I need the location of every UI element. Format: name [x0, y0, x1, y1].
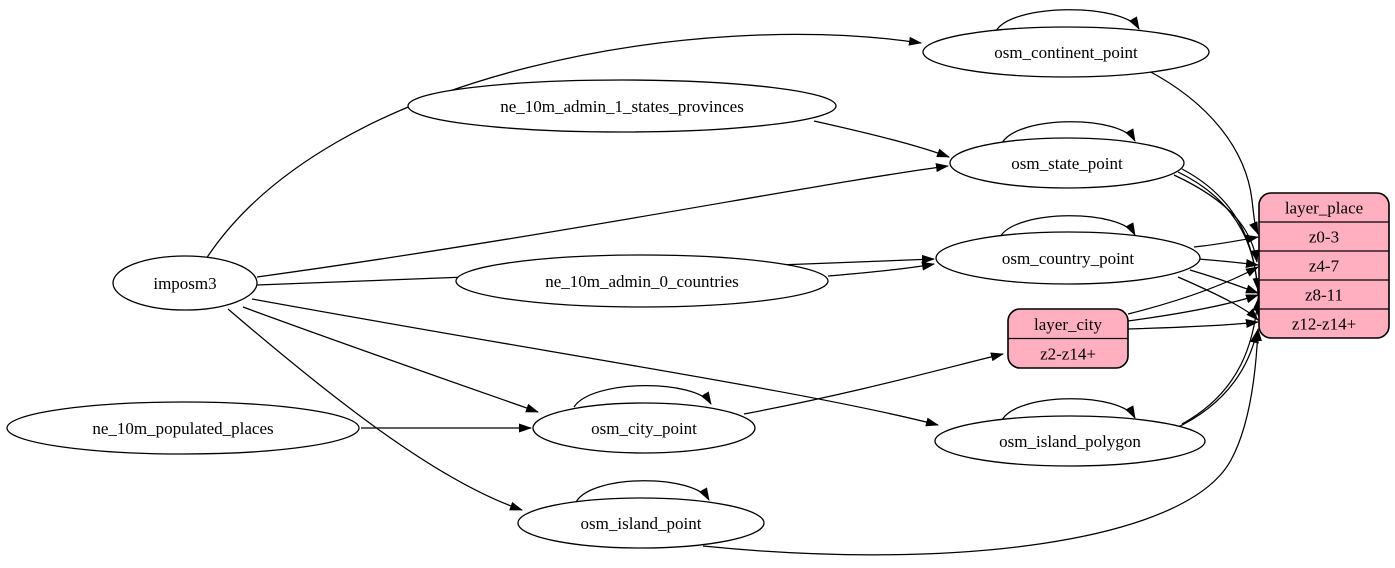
table-shape-osm_country_point	[935, 231, 1201, 285]
node-layer: imposm3 ne_10m_admin_1_states_provincesne…	[6, 26, 1390, 549]
layer-title: layer_place	[1285, 199, 1363, 218]
self-loop-osm_state_point-to-osm_state_point	[1001, 121, 1136, 144]
node-osm_country_point: osm_country_point	[935, 231, 1201, 285]
node-osm_island_point: osm_island_point	[517, 497, 765, 549]
node-osm_continent_point: osm_continent_point	[922, 26, 1210, 78]
edge-layer_city-to-layer_place-z4-7	[1127, 266, 1259, 315]
edge-imposm3-to-osm_city_point	[242, 306, 539, 413]
table-shape-imposm3	[112, 255, 258, 311]
self-loop-osm_island_point-to-osm_island_point	[575, 480, 710, 503]
edge-osm_island_polygon-to-layer_place-z12-z14+	[1173, 330, 1259, 430]
edge-imposm3-to-osm_continent_point	[205, 33, 922, 260]
table-shape-osm_city_point	[532, 402, 756, 454]
edge-imposm3-to-osm_state_point	[256, 163, 949, 278]
self-loop-osm_city_point-to-osm_city_point	[573, 385, 712, 408]
table-label: osm_continent_point	[994, 43, 1138, 62]
table-label: imposm3	[153, 274, 216, 293]
edge-ne_10m_admin_0_countries-to-osm_country_point	[827, 261, 935, 277]
node-imposm3: imposm3	[112, 255, 258, 311]
node-osm_island_polygon: osm_island_polygon	[934, 415, 1206, 467]
table-shape-ne_10m_admin_1_states_provinces	[407, 79, 837, 133]
node-layer_city: layer_city z2-z14+	[1007, 308, 1129, 369]
table-shape-osm_continent_point	[922, 26, 1210, 78]
edge-osm_island_polygon-to-layer_place-z8-11	[1181, 298, 1262, 425]
edge-layer_city-to-layer_place-z12-z14+	[1127, 319, 1259, 330]
table-shape-osm_island_point	[517, 497, 765, 549]
table-label: osm_city_point	[591, 419, 697, 438]
node-ne_10m_admin_0_countries: ne_10m_admin_0_countries	[455, 254, 829, 308]
edge-osm_country_point-to-layer_place-z8-11	[1189, 269, 1259, 294]
node-layer_place: layer_place z0-3 z4-7 z8-11 z12-z14+	[1258, 192, 1390, 339]
table-shape-osm_state_point	[949, 137, 1185, 189]
node-osm_city_point: osm_city_point	[532, 402, 756, 454]
self-loop-osm_island_polygon-to-osm_island_polygon	[1001, 398, 1136, 421]
layer-title: layer_city	[1034, 315, 1102, 334]
self-loop-osm_continent_point-to-osm_continent_point	[995, 9, 1140, 32]
table-shape-osm_island_polygon	[934, 415, 1206, 467]
edge-imposm3-to-osm_island_point	[227, 308, 523, 511]
table-label: osm_island_polygon	[999, 432, 1141, 451]
table-shape-ne_10m_admin_0_countries	[455, 254, 829, 308]
edge-osm_island_point-to-layer_place-z12-z14+	[702, 328, 1262, 556]
node-osm_state_point: osm_state_point	[949, 137, 1185, 189]
table-shape-ne_10m_populated_places	[6, 401, 360, 455]
zoom-range-row-z8-11: z8-11	[1305, 286, 1343, 305]
table-label: ne_10m_admin_0_countries	[545, 272, 739, 291]
table-label: osm_state_point	[1011, 154, 1123, 173]
zoom-range-row-z0-3: z0-3	[1309, 228, 1339, 247]
edge-ne_10m_admin_1_states_provinces-to-osm_state_point	[813, 120, 950, 158]
table-label: osm_country_point	[1002, 249, 1134, 268]
edge-layer_city-to-layer_place-z8-11	[1127, 294, 1259, 322]
node-ne_10m_populated_places: ne_10m_populated_places	[6, 401, 360, 455]
edge-osm_country_point-to-layer_place-z0-3	[1193, 234, 1259, 248]
layer-record-layer_place	[1258, 192, 1390, 339]
table-label: osm_island_point	[581, 514, 702, 533]
edge-imposm3-to-osm_island_polygon	[251, 298, 939, 427]
node-ne_10m_admin_1_states_provinces: ne_10m_admin_1_states_provinces	[407, 79, 837, 133]
table-label: ne_10m_admin_1_states_provinces	[500, 97, 744, 116]
edge-osm_city_point-to-layer_city-z2-z14+	[743, 352, 1004, 415]
zoom-range-row-z12-z14+: z12-z14+	[1292, 315, 1356, 334]
edge-osm_continent_point-to-layer_place-z0-3	[1146, 69, 1259, 235]
table-label: ne_10m_populated_places	[92, 419, 273, 438]
zoom-range-row-z4-7: z4-7	[1309, 257, 1340, 276]
zoom-range-row-z2-z14+: z2-z14+	[1040, 344, 1096, 363]
self-loop-osm_country_point-to-osm_country_point	[999, 215, 1136, 238]
